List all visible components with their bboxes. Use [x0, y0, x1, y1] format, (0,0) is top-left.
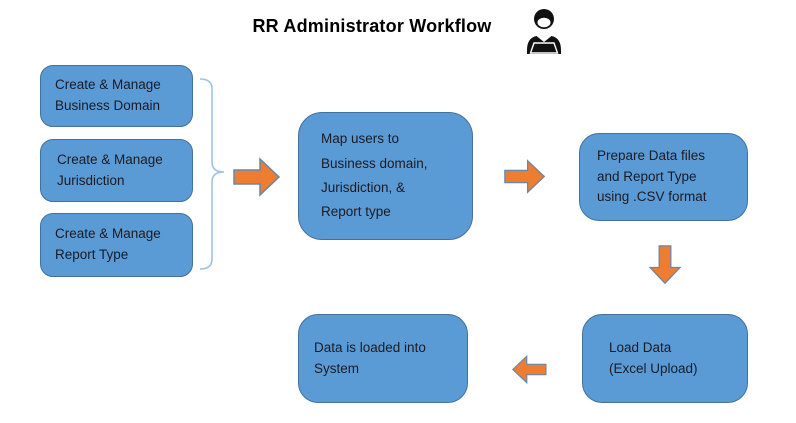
box-data-loaded: Data is loaded into System	[298, 314, 468, 403]
down-arrow-icon	[648, 245, 682, 285]
box-label: Map users to Business domain, Jurisdicti…	[321, 131, 428, 220]
box-label: Data is loaded into System	[314, 339, 426, 376]
box-load-data: Load Data (Excel Upload)	[582, 314, 748, 403]
box-prepare-data-files: Prepare Data files and Report Type using…	[579, 133, 748, 221]
box-map-users: Map users to Business domain, Jurisdicti…	[298, 112, 473, 240]
box-label: Prepare Data files and Report Type using…	[597, 147, 707, 205]
right-arrow-icon	[504, 159, 546, 194]
box-create-manage-jurisdiction: Create & Manage Jurisdiction	[40, 139, 193, 202]
box-label: Load Data (Excel Upload)	[609, 339, 698, 376]
box-create-manage-report-type: Create & Manage Report Type	[40, 213, 193, 277]
box-label: Create & Manage Report Type	[55, 226, 161, 262]
box-label: Create & Manage Business Domain	[55, 77, 161, 113]
box-label: Create & Manage Jurisdiction	[57, 151, 163, 188]
brace-connector	[199, 78, 225, 270]
box-create-manage-business-domain: Create & Manage Business Domain	[40, 65, 193, 127]
diagram-title: RR Administrator Workflow	[252, 16, 492, 36]
admin-user-icon	[524, 8, 564, 56]
right-arrow-icon	[233, 157, 281, 197]
left-arrow-icon	[511, 354, 547, 385]
